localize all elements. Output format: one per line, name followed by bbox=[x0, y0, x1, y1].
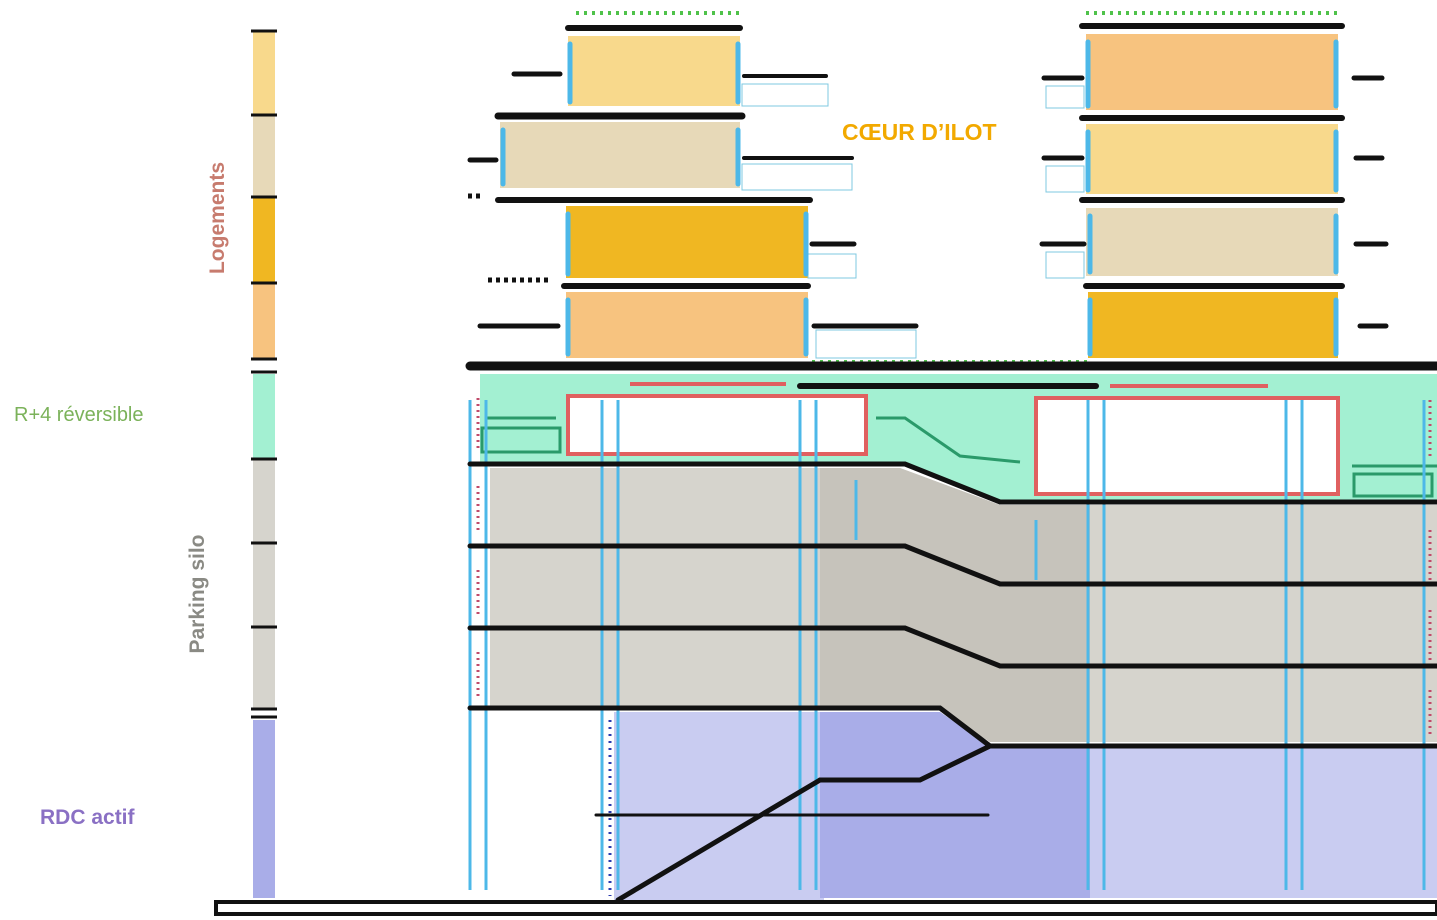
legend-segment-parking-3 bbox=[253, 628, 275, 708]
legend-segment-rdc bbox=[253, 720, 275, 898]
label-rdc-actif: RDC actif bbox=[40, 806, 135, 829]
reversible-frame-left bbox=[566, 394, 868, 456]
legend-segment-logements-3 bbox=[253, 198, 275, 282]
tower-right bbox=[1086, 34, 1338, 358]
reversible-frame-right bbox=[1034, 396, 1340, 496]
label-logements: Logements bbox=[206, 162, 229, 275]
label-coeur-ilot: CŒUR D’ILOT bbox=[842, 119, 997, 145]
legend-segment-r4 bbox=[253, 374, 275, 458]
label-parking-silo: Parking silo bbox=[186, 534, 209, 654]
legend-segment-logements-4 bbox=[253, 284, 275, 358]
label-r4-reversible: R+4 réversible bbox=[14, 404, 144, 426]
parking-block bbox=[490, 468, 1437, 742]
legend-segment-logements-2 bbox=[253, 116, 275, 196]
legend-segment-logements-1 bbox=[253, 32, 275, 114]
rdc-block bbox=[490, 710, 1437, 900]
reversible-block bbox=[480, 374, 1437, 500]
tower-left bbox=[500, 36, 808, 358]
legend-bar bbox=[251, 29, 277, 898]
legend-segment-parking-1 bbox=[253, 460, 275, 542]
legend-segment-parking-2 bbox=[253, 544, 275, 626]
